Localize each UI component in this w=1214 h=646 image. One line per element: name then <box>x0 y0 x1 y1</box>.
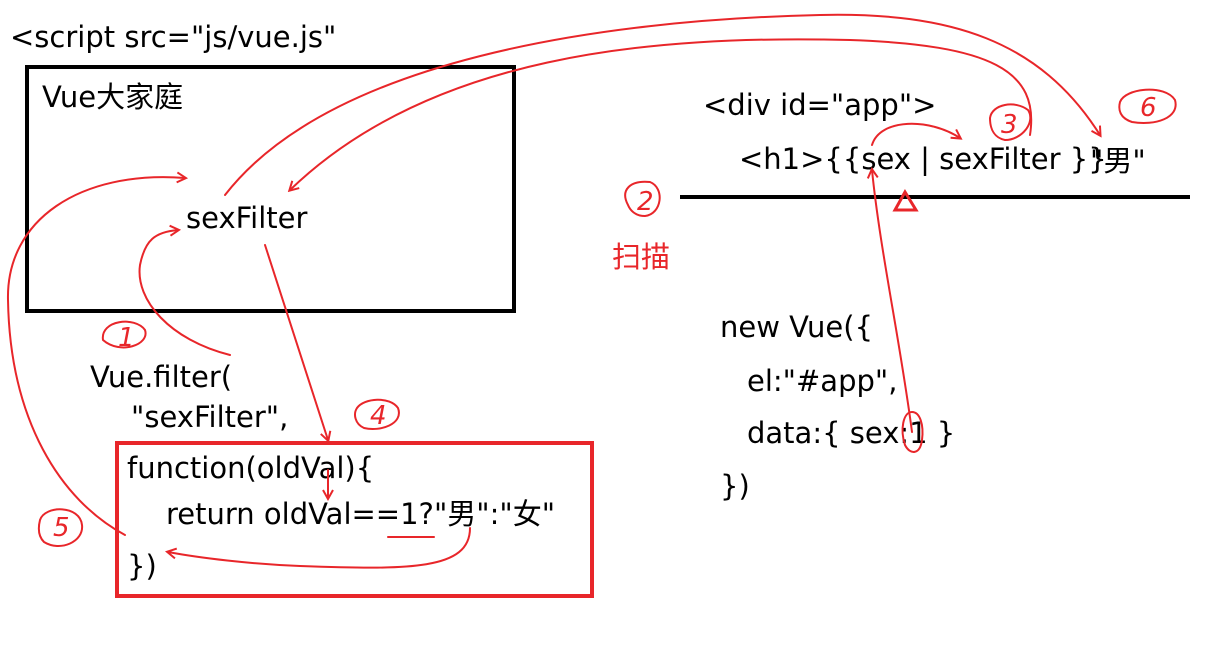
step-1-marker: 1 <box>118 323 135 353</box>
arrow-return-to-close <box>168 527 471 569</box>
vue-family-box <box>25 65 516 313</box>
circle-value-one <box>901 411 924 453</box>
scan-label: 扫描 <box>612 240 671 274</box>
arrow-family-to-function <box>264 244 328 440</box>
circle-step-5 <box>37 508 84 547</box>
template-result: "男" <box>1090 144 1146 178</box>
step-5-marker: 5 <box>53 513 70 543</box>
arrow-data-to-sex <box>872 170 913 433</box>
sexfilter-label: sexFilter <box>186 201 308 235</box>
vue-instance-line3: data:{ sex:1 } <box>747 416 956 450</box>
script-tag-text: <script src="js/vue.js" <box>10 20 337 54</box>
circle-step-6 <box>1118 88 1177 124</box>
arrow-family-to-template <box>224 13 1100 196</box>
vue-instance-line4: }) <box>720 469 750 503</box>
arrow-sex-to-filter <box>871 122 960 146</box>
filter-function-box <box>115 441 594 598</box>
vue-filter-call-line1: Vue.filter( <box>90 360 233 394</box>
circle-step-1 <box>101 320 147 349</box>
arrow-filter-to-family <box>138 230 231 356</box>
step-4-marker: 4 <box>370 401 387 431</box>
function-line3: }) <box>127 549 157 583</box>
scan-cursor-triangle <box>892 189 919 212</box>
circle-step-2 <box>624 180 661 218</box>
arrow-loop-back <box>6 177 185 536</box>
arrow-template-to-family <box>290 38 1033 190</box>
vue-filter-call-line2: "sexFilter", <box>131 400 289 434</box>
template-div-open: <div id="app"> <box>703 88 937 122</box>
function-line1: function(oldVal){ <box>127 451 375 485</box>
step-2-marker: 2 <box>637 187 654 217</box>
circle-step-3 <box>989 103 1032 142</box>
step-6-marker: 6 <box>1140 93 1157 123</box>
step-3-marker: 3 <box>1001 110 1018 140</box>
vue-instance-line2: el:"#app", <box>747 364 898 398</box>
function-line2: return oldVal==1?"男":"女" <box>166 497 556 531</box>
template-h1-line: <h1>{{sex | sexFilter }} <box>739 142 1107 176</box>
vue-instance-line1: new Vue({ <box>720 310 874 344</box>
circle-step-4 <box>354 398 400 430</box>
vue-family-title: Vue大家庭 <box>42 80 184 114</box>
